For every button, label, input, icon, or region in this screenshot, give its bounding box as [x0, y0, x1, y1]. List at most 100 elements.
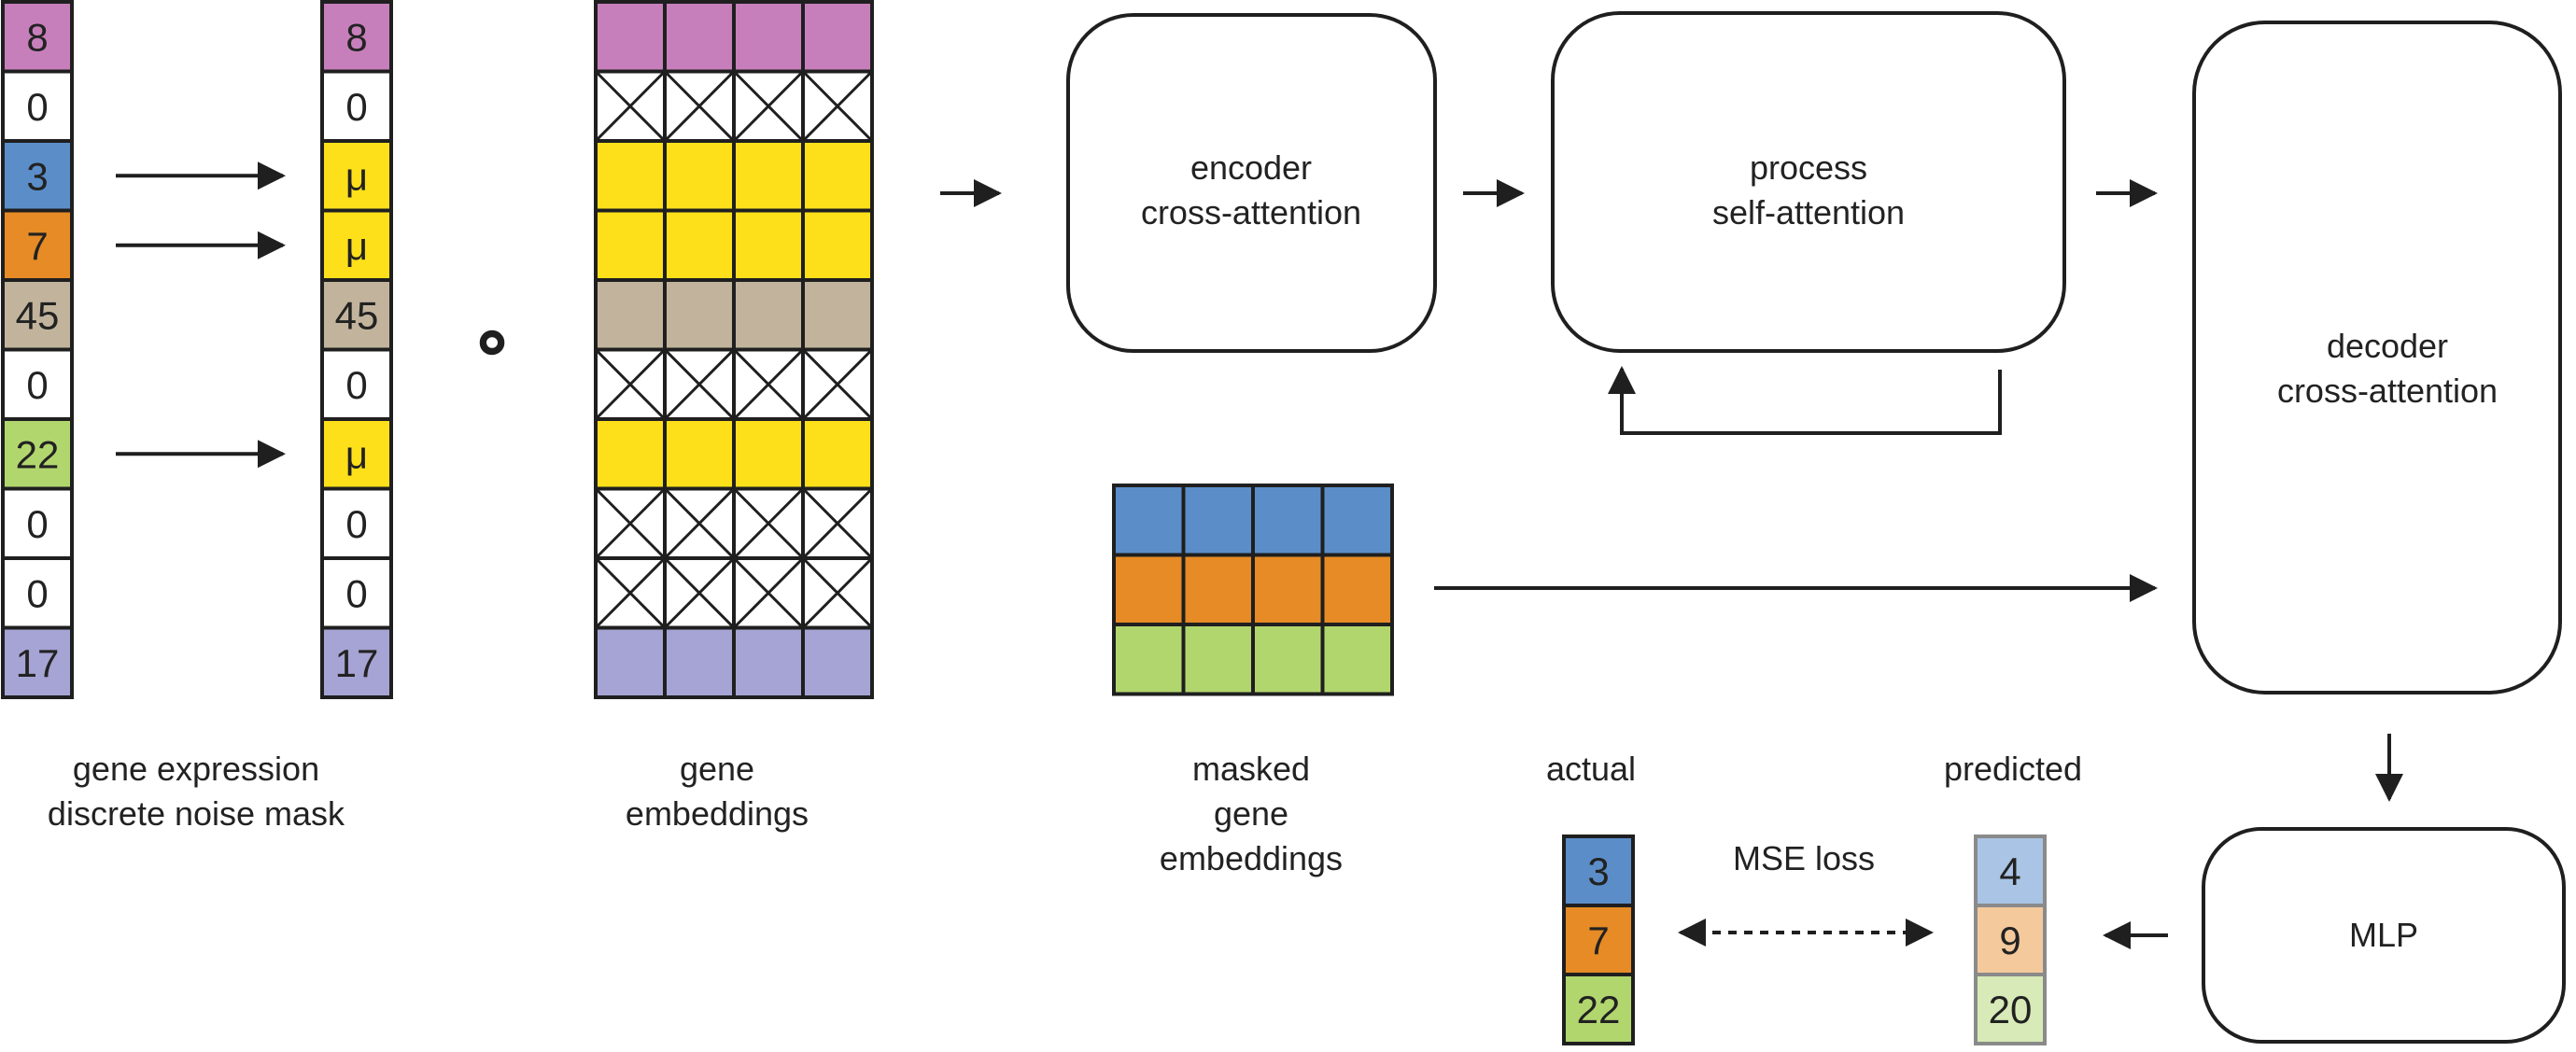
masked-embedding-cell: [1320, 484, 1394, 557]
masked-cross-line: [663, 556, 736, 629]
gene-expression-cell: 0: [1, 347, 74, 421]
gene-embedding-cell: [594, 139, 667, 213]
masked-cross-line: [732, 348, 805, 421]
masked-embedding-cell: [1112, 623, 1186, 696]
predicted-cell: 9: [1974, 904, 2047, 976]
noise-mask-cell: 0: [320, 69, 393, 143]
gene-expression-caption: gene expression discrete noise mask: [19, 747, 373, 836]
predicted-column: 4 9 20: [1974, 835, 2047, 1045]
masked-cross-line: [801, 70, 874, 143]
gene-embedding-cell: [594, 625, 667, 699]
gene-embedding-cell: [732, 0, 805, 74]
masked-cross-line: [663, 70, 736, 143]
decoder-label-line2: cross-attention: [2277, 372, 2498, 410]
process-label-line1: process: [1750, 148, 1867, 187]
noise-mask-cell: 17: [320, 625, 393, 699]
actual-cell: 7: [1562, 904, 1635, 976]
process-label-line2: self-attention: [1712, 193, 1905, 231]
actual-value: 22: [1577, 988, 1621, 1031]
gene-expression-cell: 0: [1, 69, 74, 143]
gene-embedding-row: [594, 0, 874, 74]
gene-embedding-cell: [663, 139, 736, 213]
gene-expression-value: 8: [26, 15, 48, 59]
masked-cross-line: [801, 556, 874, 629]
gene-embedding-cell: [594, 417, 667, 491]
gene-embedding-row: [594, 139, 874, 213]
masked-cross-line: [663, 487, 736, 560]
gene-embedding-cell: [663, 0, 736, 74]
noise-mask-cell: 0: [320, 486, 393, 560]
predicted-caption-text: predicted: [1943, 750, 2083, 788]
mse-loss-caption-text: MSE loss: [1732, 839, 1876, 877]
gene-embedding-row: [594, 556, 874, 630]
predicted-value: 20: [1989, 988, 2033, 1031]
noise-mask-cell: 45: [320, 278, 393, 352]
actual-cell: 3: [1562, 835, 1635, 907]
gene-expression-cell: 8: [1, 0, 74, 74]
gene-embedding-cell: [663, 208, 736, 282]
gene-embeddings-caption-line2: embeddings: [625, 794, 809, 833]
masked-cross-line: [732, 70, 805, 143]
predicted-cell: 4: [1974, 835, 2047, 907]
noise-mask-value: μ: [345, 432, 368, 476]
gene-embedding-cell: [663, 417, 736, 491]
gene-expression-cell: 3: [1, 139, 74, 213]
masked-embedding-cell: [1251, 553, 1325, 626]
masked-embedding-cell: [1112, 484, 1186, 557]
masked-embedding-cell: [1181, 623, 1255, 696]
gene-embedding-row: [594, 347, 874, 421]
predicted-caption: predicted: [1920, 747, 2106, 792]
gene-embedding-cell: [732, 139, 805, 213]
gene-embedding-cell: [801, 139, 874, 213]
mlp-block: MLP: [2202, 827, 2566, 1044]
predicted-value: 9: [1999, 919, 2020, 962]
gene-expression-value: 17: [16, 641, 60, 685]
gene-embedding-row: [594, 278, 874, 352]
masked-cross-line: [594, 348, 667, 421]
noise-mask-cell: μ: [320, 208, 393, 282]
gene-embeddings-caption: gene embeddings: [577, 747, 857, 836]
mask-arrows: [116, 161, 286, 469]
masked-cross-line: [663, 348, 736, 421]
encoder-label-line2: cross-attention: [1141, 193, 1361, 231]
masked-embedding-cell: [1181, 484, 1255, 557]
decoder-label-line1: decoder: [2327, 327, 2448, 365]
noise-mask-cell: 0: [320, 347, 393, 421]
gene-embedding-row: [594, 625, 874, 699]
gene-embedding-row: [594, 208, 874, 282]
encoder-label-line1: encoder: [1190, 148, 1312, 187]
gene-embedding-row: [594, 69, 874, 143]
actual-caption: actual: [1498, 747, 1684, 792]
mse-loss-caption: MSE loss: [1710, 836, 1897, 881]
gene-expression-value: 3: [26, 154, 48, 198]
decoder-block: decoder cross-attention: [2192, 21, 2562, 694]
noise-mask-cell: μ: [320, 139, 393, 213]
noise-mask-cell: 0: [320, 556, 393, 630]
mlp-label: MLP: [2349, 916, 2418, 954]
gene-embedding-cell: [663, 278, 736, 352]
masked-gene-embeddings-matrix: [1112, 484, 1394, 696]
gene-embedding-cell: [801, 208, 874, 282]
gene-expression-value: 0: [26, 85, 48, 129]
masked-embedding-cell: [1251, 623, 1325, 696]
masked-embedding-cell: [1320, 623, 1394, 696]
gene-embedding-cell: [801, 0, 874, 74]
masked-embedding-cell: [1251, 484, 1325, 557]
masked-cross-line: [801, 348, 874, 421]
gene-embedding-cell: [594, 0, 667, 74]
gene-embedding-cell: [801, 278, 874, 352]
masked-embedding-row: [1112, 484, 1394, 557]
gene-expression-value: 0: [26, 502, 48, 546]
actual-value: 7: [1587, 919, 1609, 962]
gene-expression-caption-line1: gene expression: [72, 750, 320, 788]
process-block: process self-attention: [1551, 11, 2066, 353]
noise-mask-cell: μ: [320, 417, 393, 491]
gene-embeddings-caption-line1: gene: [679, 750, 755, 788]
gene-embedding-cell: [594, 278, 667, 352]
gene-expression-value: 22: [16, 432, 60, 476]
masked-caption-line1: masked: [1191, 750, 1311, 788]
process-loop-arrow: [1608, 366, 2002, 435]
gene-expression-cell: 45: [1, 278, 74, 352]
